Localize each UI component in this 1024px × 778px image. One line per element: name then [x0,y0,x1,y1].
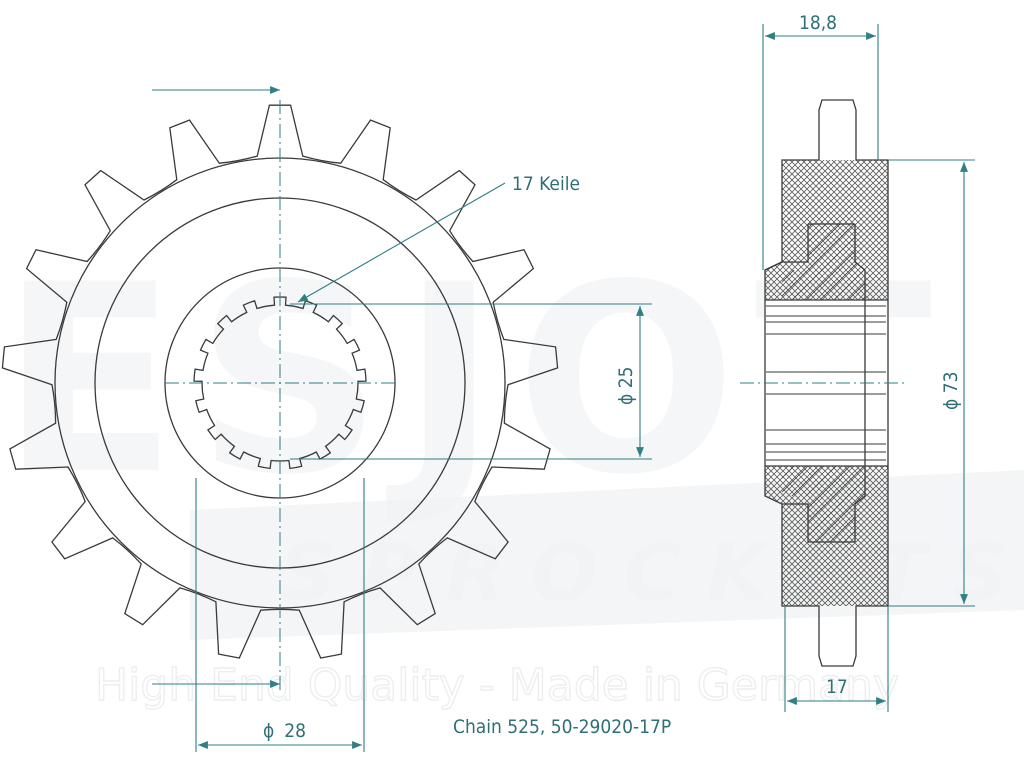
outer-diameter-value: 73 [940,372,962,394]
side-outline [764,99,889,667]
side-view: 18,8 17 ϕ 73 [740,12,975,712]
hub-diameter-label: ϕ 28 [263,720,306,742]
hub-diameter-symbol: ϕ [263,720,274,742]
front-view: 17 Keile ϕ 25 ϕ 28 [1,86,652,752]
splines-leader-line [297,182,506,303]
sprocket-teeth-outline [1,104,559,659]
bore-diameter-symbol: ϕ [615,394,637,405]
watermark-tagline: High End Quality - Made in Germany [95,660,899,711]
spline-bore-outline [193,296,367,470]
bore-diameter-value: 25 [615,367,637,389]
caption: Chain 525, 50-29020-17P [453,716,671,738]
splines-label: 17 Keile [512,173,580,195]
outer-diameter-symbol: ϕ [940,399,962,410]
outer-diameter-label: ϕ 73 [940,372,962,410]
side-spline-lines [766,305,886,461]
hub-width-label: 17 [826,676,848,698]
overall-width-label: 18,8 [799,12,837,34]
hub-diameter-value: 28 [284,720,306,742]
bore-diameter-label: ϕ 25 [615,367,637,405]
